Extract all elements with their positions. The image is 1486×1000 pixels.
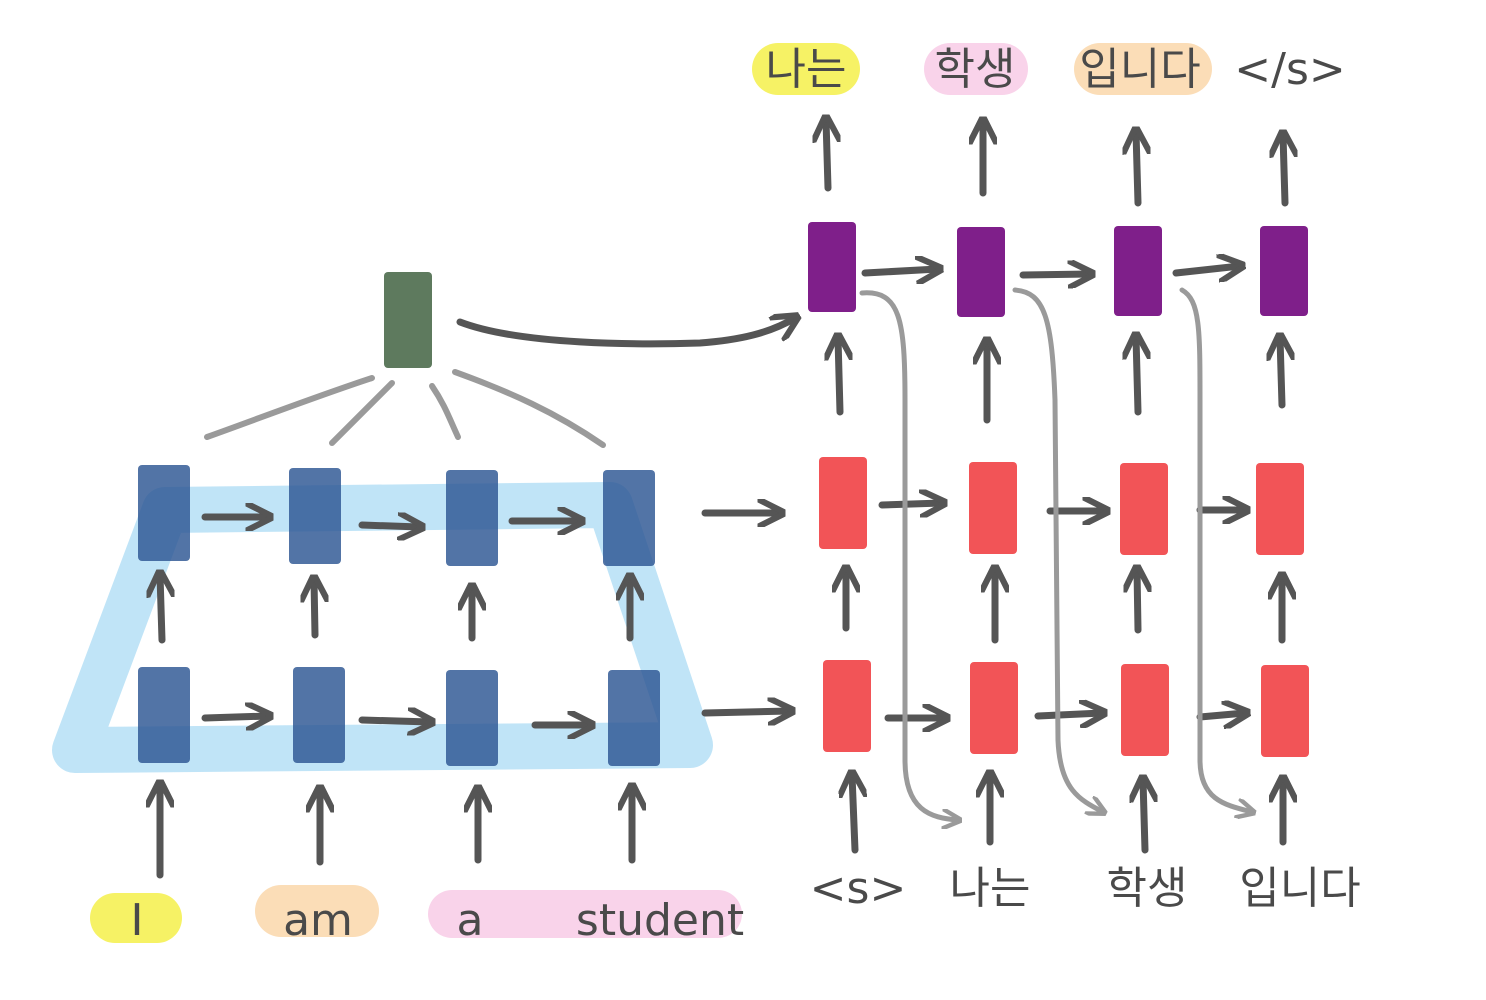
decoder-input-word: 나는 bbox=[950, 863, 1031, 914]
highlight-I bbox=[90, 893, 182, 943]
encoder-cell-bottom-1 bbox=[138, 667, 190, 763]
decoder-output-word: 나는 bbox=[766, 44, 847, 95]
highlight-am bbox=[255, 885, 379, 937]
decoder-top-cell-1 bbox=[808, 222, 856, 312]
context-vector bbox=[384, 272, 432, 368]
decoder-top-cell-4 bbox=[1260, 226, 1308, 316]
highlight-output-1 bbox=[752, 43, 860, 95]
decoder-top-cell-3 bbox=[1114, 226, 1162, 316]
decoder-output-word: 학생 bbox=[935, 44, 1016, 95]
decoder-input-word: <s> bbox=[810, 863, 907, 914]
encoder-cell-bottom-2 bbox=[293, 667, 345, 763]
state-transfer-arrows bbox=[701, 513, 790, 713]
decoder bbox=[808, 222, 1309, 757]
word-highlights bbox=[90, 43, 1212, 943]
encoder-input-word: student bbox=[576, 895, 744, 946]
encoder-cell-top-1 bbox=[138, 465, 190, 561]
encoder-cell-top-4 bbox=[603, 470, 655, 566]
encoder-input-word: I bbox=[131, 895, 144, 946]
decoder-mid-cell-2 bbox=[969, 462, 1017, 554]
encoder-cell-top-3 bbox=[446, 470, 498, 566]
decoder-top-cell-2 bbox=[957, 227, 1005, 317]
context-to-decoder-arrow bbox=[456, 318, 795, 348]
decoder-output-word: 입니다 bbox=[1079, 44, 1200, 95]
encoder-cell-bottom-3 bbox=[446, 670, 498, 766]
decoder-input-word: 학생 bbox=[1107, 863, 1188, 914]
encoder-input-word: am bbox=[283, 895, 353, 946]
encoder-cell-bottom-4 bbox=[608, 670, 660, 766]
decoder-input-words: <s> 나는 학생 입니다 bbox=[810, 863, 1361, 914]
decoder-arrows bbox=[826, 120, 1285, 854]
feedback-curves bbox=[859, 287, 1252, 820]
decoder-bottom-cell-3 bbox=[1121, 664, 1169, 756]
encoder-input-word: a bbox=[457, 895, 484, 946]
context-lines bbox=[204, 369, 606, 448]
highlight-output-2 bbox=[924, 43, 1028, 95]
encoder-arrows bbox=[160, 517, 632, 879]
highlight-a-student bbox=[428, 890, 742, 938]
highlight-output-3 bbox=[1074, 43, 1212, 95]
decoder-output-word: </s> bbox=[1234, 44, 1345, 95]
decoder-bottom-cell-2 bbox=[970, 662, 1018, 754]
decoder-bottom-cell-1 bbox=[823, 660, 871, 752]
decoder-output-words: 나는 학생 입니다 </s> bbox=[766, 44, 1346, 95]
decoder-mid-cell-1 bbox=[819, 457, 867, 549]
encoder bbox=[138, 465, 660, 766]
decoder-input-word: 입니다 bbox=[1239, 863, 1360, 914]
decoder-mid-cell-4 bbox=[1256, 463, 1304, 555]
decoder-mid-cell-3 bbox=[1120, 463, 1168, 555]
decoder-bottom-cell-4 bbox=[1261, 665, 1309, 757]
encoder-cell-top-2 bbox=[289, 468, 341, 564]
